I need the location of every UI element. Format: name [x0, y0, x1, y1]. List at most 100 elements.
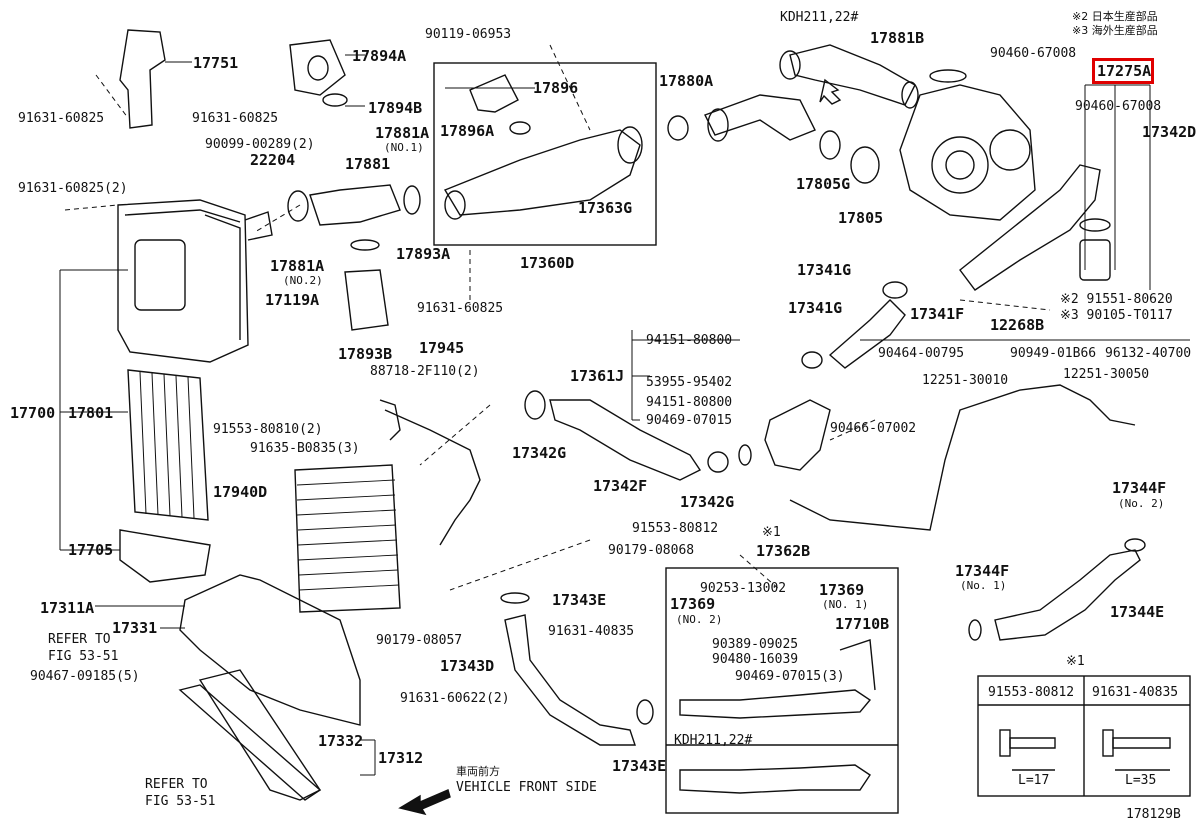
part-label[interactable]: 17881: [345, 155, 391, 173]
bolt-table-col1[interactable]: 91553-80812: [988, 685, 1075, 700]
part-label[interactable]: 17751: [193, 54, 239, 72]
part-label[interactable]: 17342G: [680, 493, 735, 511]
part-label[interactable]: 91631-40835: [548, 624, 635, 639]
part-label[interactable]: 17341G: [788, 299, 843, 317]
refer-to-link[interactable]: REFER TO: [48, 632, 111, 647]
bolt-table-col2[interactable]: 91631-40835: [1092, 685, 1179, 700]
part-label[interactable]: 17341G: [797, 261, 852, 279]
air-hose-17893B: [344, 269, 389, 331]
part-label[interactable]: 17896A: [440, 122, 495, 140]
part-label[interactable]: 17342F: [593, 477, 648, 495]
part-label[interactable]: 17344F: [1112, 479, 1167, 497]
part-label[interactable]: 90253-13002: [700, 581, 787, 596]
part-label[interactable]: 17343E: [552, 591, 607, 609]
part-label[interactable]: 90464-00795: [878, 346, 965, 361]
part-label[interactable]: 17341F: [910, 305, 965, 323]
part-label[interactable]: 17344F: [955, 562, 1010, 580]
part-label[interactable]: 17700: [10, 404, 56, 422]
part-label[interactable]: 17805: [838, 209, 884, 227]
part-label[interactable]: 90469-07015(3): [735, 669, 845, 684]
part-label[interactable]: 12251-30050: [1063, 367, 1150, 382]
part-label[interactable]: 53955-95402: [646, 375, 733, 390]
resonator: [289, 39, 346, 96]
part-label[interactable]: ※3 90105-T0117: [1060, 308, 1173, 323]
part-label[interactable]: 90179-08068: [608, 543, 695, 558]
hose-17344E: [994, 549, 1141, 641]
part-label[interactable]: 17360D: [520, 254, 575, 272]
part-label[interactable]: 17369: [670, 595, 716, 613]
part-label[interactable]: 17342G: [512, 444, 567, 462]
note-overseas-made: ※3 海外生産部品: [1072, 24, 1158, 37]
part-label[interactable]: 90467-09185(5): [30, 669, 140, 684]
part-label[interactable]: 91553-80810(2): [213, 422, 323, 437]
part-label[interactable]: 17332: [318, 732, 364, 750]
part-label[interactable]: 91631-60622(2): [400, 691, 510, 706]
part-label[interactable]: 90466-07002: [830, 421, 917, 436]
part-label[interactable]: 90179-08057: [376, 633, 463, 648]
part-label[interactable]: 17894B: [368, 99, 423, 117]
part-label[interactable]: 17369: [819, 581, 865, 599]
part-label[interactable]: 90119-06953: [425, 27, 512, 42]
part-label[interactable]: 17331: [112, 619, 158, 637]
part-label[interactable]: 17361J: [570, 367, 625, 385]
part-label[interactable]: 17705: [68, 541, 114, 559]
part-label[interactable]: 17881B: [870, 29, 925, 47]
part-label[interactable]: 12251-30010: [922, 373, 1009, 388]
part-label[interactable]: 90460-67008: [990, 46, 1077, 61]
part-label[interactable]: 17896: [533, 79, 579, 97]
part-label[interactable]: 17945: [419, 339, 465, 357]
part-label[interactable]: 90099-00289(2): [205, 137, 315, 152]
hose-17881B: [704, 94, 816, 141]
part-label[interactable]: 17342D: [1142, 123, 1197, 141]
part-label[interactable]: ※2 91551-80620: [1060, 292, 1173, 307]
vehicle-front-en: VEHICLE FRONT SIDE: [456, 780, 597, 795]
part-label[interactable]: 17893B: [338, 345, 393, 363]
part-label[interactable]: 22204: [250, 151, 296, 169]
part-label[interactable]: 17881A: [270, 257, 325, 275]
throttle-body: [764, 399, 831, 471]
part-label[interactable]: 17363G: [578, 199, 633, 217]
refer-to-link[interactable]: FIG 53-51: [48, 649, 119, 664]
part-label[interactable]: 17362B: [756, 542, 811, 560]
part-label[interactable]: 94151-80800: [646, 395, 733, 410]
air-filter-element: [127, 369, 209, 521]
part-label[interactable]: 17343E: [612, 757, 667, 775]
pipe-17342D: [959, 164, 1101, 291]
inlet-hose: [309, 184, 401, 226]
part-label[interactable]: 91631-60825(2): [18, 181, 128, 196]
refer-to-link[interactable]: REFER TO: [145, 777, 208, 792]
part-label[interactable]: 90469-07015: [646, 413, 733, 428]
air-cleaner-lower: [119, 529, 211, 583]
part-label[interactable]: 17893A: [396, 245, 451, 263]
part-label[interactable]: 17119A: [265, 291, 320, 309]
air-duct: [119, 29, 166, 129]
part-label[interactable]: 96132-40700: [1105, 346, 1192, 361]
part-label[interactable]: 90389-09025: [712, 637, 799, 652]
part-label[interactable]: 91635-B0835(3): [250, 441, 360, 456]
part-label[interactable]: 17805G: [796, 175, 851, 193]
part-label[interactable]: 17344E: [1110, 603, 1165, 621]
part-label[interactable]: 17312: [378, 749, 424, 767]
intercooler: [294, 464, 401, 613]
part-label[interactable]: 90480-16039: [712, 652, 799, 667]
bracket-17945: [384, 409, 481, 546]
part-label[interactable]: 17881A: [375, 124, 430, 142]
part-label[interactable]: 91553-80812: [632, 521, 719, 536]
part-label[interactable]: 90949-01B66: [1010, 346, 1097, 361]
part-label[interactable]: 90460-67008: [1075, 99, 1162, 114]
part-label-highlighted[interactable]: 17275A: [1097, 62, 1152, 80]
refer-to-link[interactable]: FIG 53-51: [145, 794, 216, 809]
part-label[interactable]: 91631-60825: [18, 111, 105, 126]
part-label[interactable]: 91631-60825: [192, 111, 279, 126]
part-label[interactable]: 17940D: [213, 483, 268, 501]
part-label[interactable]: 17311A: [40, 599, 95, 617]
part-label[interactable]: 17801: [68, 404, 114, 422]
part-label[interactable]: 17880A: [659, 72, 714, 90]
part-label[interactable]: 17343D: [440, 657, 495, 675]
part-label[interactable]: 91631-60825: [417, 301, 504, 316]
part-label[interactable]: 94151-80800: [646, 333, 733, 348]
part-label[interactable]: 88718-2F110(2): [370, 364, 480, 379]
part-label[interactable]: 12268B: [990, 316, 1045, 334]
part-label[interactable]: 17710B: [835, 615, 890, 633]
part-label[interactable]: 17894A: [352, 47, 407, 65]
